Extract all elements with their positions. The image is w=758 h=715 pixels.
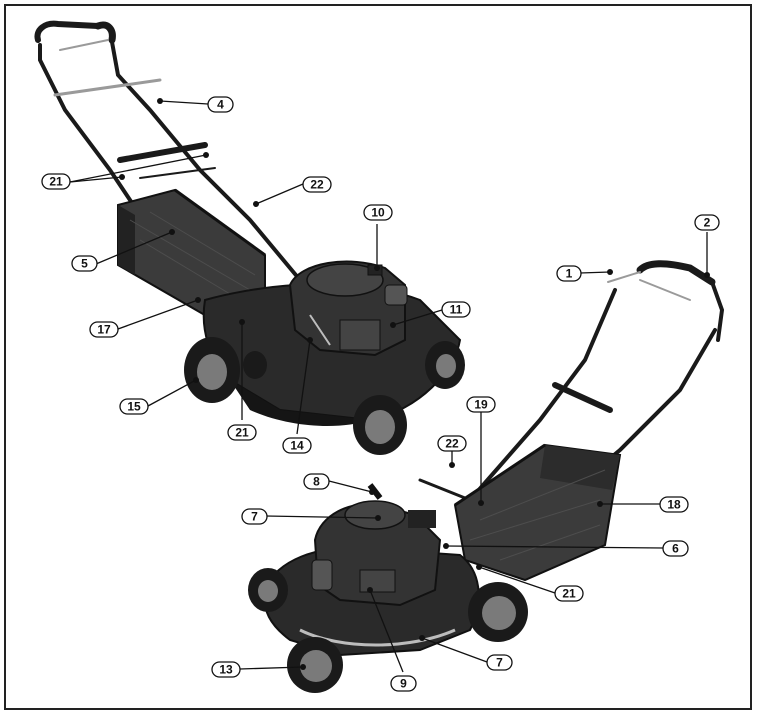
mower-top-illustration	[34, 20, 465, 455]
callout-22-top-label: 22	[310, 178, 324, 192]
callout-14: 14	[282, 437, 312, 454]
callout-5: 5	[71, 255, 98, 272]
callout-18: 18	[659, 496, 689, 513]
callout-1-label: 1	[566, 267, 573, 281]
callout-10: 10	[363, 204, 393, 221]
mower-top-wheels	[184, 337, 465, 455]
callout-6: 6	[662, 540, 689, 557]
callout-15: 15	[119, 398, 149, 415]
callout-2-label: 2	[704, 216, 711, 230]
callout-8: 8	[303, 473, 330, 490]
callout-18-label: 18	[667, 498, 681, 512]
callout-19: 19	[466, 396, 496, 413]
mower-bottom-grass-bag	[453, 443, 622, 582]
callout-21-bottom: 21	[554, 585, 584, 602]
callout-17: 17	[89, 321, 119, 338]
callout-21-top-label: 21	[49, 175, 63, 189]
callout-4: 4	[207, 96, 234, 113]
mower-bottom-engine	[311, 483, 442, 607]
callout-15-label: 15	[127, 400, 141, 414]
figure-border	[4, 4, 752, 710]
callout-6-label: 6	[672, 542, 679, 556]
leader-lines	[69, 100, 708, 673]
callout-11: 11	[441, 301, 471, 318]
callout-21-top: 21	[41, 173, 71, 190]
callout-13-label: 13	[219, 663, 233, 677]
callout-7-bottom: 7	[486, 654, 513, 671]
mower-bottom-wheels	[248, 568, 528, 693]
callout-22-bottom: 22	[437, 435, 467, 452]
callout-9-label: 9	[400, 677, 407, 691]
callout-1: 1	[556, 265, 582, 282]
callout-7-top-label: 7	[251, 510, 258, 524]
callout-7-bottom-label: 7	[496, 656, 503, 670]
callout-17-label: 17	[97, 323, 111, 337]
callout-9: 9	[390, 675, 417, 692]
callout-11-label: 11	[450, 303, 463, 317]
callout-10-label: 10	[371, 206, 385, 220]
callout-4-label: 4	[217, 98, 224, 112]
callout-22-top: 22	[302, 176, 332, 193]
callout-19-label: 19	[474, 398, 488, 412]
callout-21-mid-label: 21	[235, 426, 249, 440]
callout-2: 2	[694, 214, 720, 231]
callout-7-top: 7	[241, 508, 268, 525]
callout-5-label: 5	[81, 257, 88, 271]
leader-dots	[119, 98, 710, 670]
callout-8-label: 8	[313, 475, 320, 489]
callout-21-bottom-label: 21	[562, 587, 576, 601]
callout-13: 13	[211, 661, 241, 678]
callout-21-mid: 21	[227, 424, 257, 441]
callout-22-bottom-label: 22	[445, 437, 459, 451]
callout-14-label: 14	[290, 439, 304, 453]
